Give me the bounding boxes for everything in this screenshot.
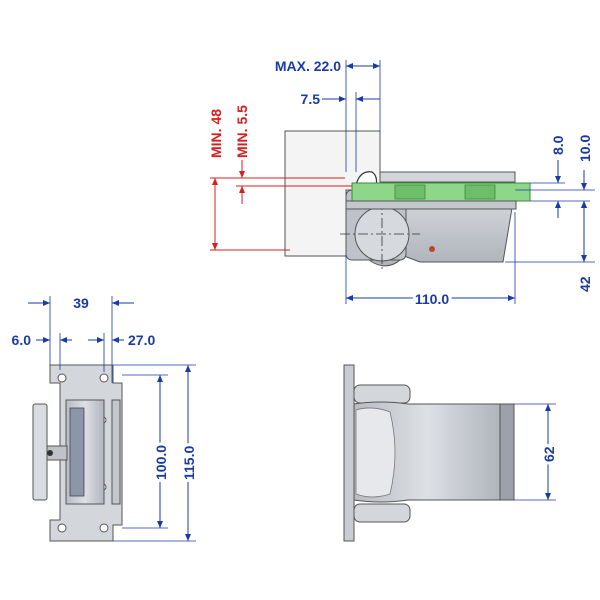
dim-7-5: 7.5 xyxy=(301,91,321,107)
hole-top-left xyxy=(57,373,67,383)
glass-pad-right xyxy=(464,184,496,200)
dim-max-22: MAX. 22.0 xyxy=(275,58,341,74)
dim-min-48: MIN. 48 xyxy=(208,109,224,158)
side-view xyxy=(284,130,531,270)
knuckle-top xyxy=(353,384,411,404)
hole-bottom-right xyxy=(99,523,109,533)
clamp-plate xyxy=(379,171,516,183)
lower-plate xyxy=(345,200,517,210)
dim-110-0: 110.0 xyxy=(415,291,449,307)
hole-top-right xyxy=(99,373,109,383)
glass-pad-left xyxy=(394,184,426,200)
screw-dot xyxy=(429,246,435,252)
dim-8-0: 8.0 xyxy=(550,135,566,155)
dim-42: 42 xyxy=(577,276,593,292)
dim-115-0: 115.0 xyxy=(181,446,197,480)
rear-view-dimensions: 62 xyxy=(514,403,560,501)
plate-edge xyxy=(111,399,121,505)
glass-edge xyxy=(69,407,85,497)
rear-plate xyxy=(343,364,355,542)
front-view-dimensions: 39 6.0 27.0 100.0 115.0 xyxy=(12,295,200,542)
glass-pane xyxy=(351,182,531,202)
pivot-cover xyxy=(355,407,396,498)
glass-edge-rear xyxy=(499,403,515,501)
hole-bottom-left xyxy=(57,523,67,533)
rear-view xyxy=(343,364,515,542)
clamp-cap xyxy=(32,403,48,501)
dim-10-0: 10.0 xyxy=(577,135,593,162)
dim-27-0: 27.0 xyxy=(128,332,155,348)
dim-62: 62 xyxy=(541,446,557,462)
side-view-dimensions: MAX. 22.0 7.5 MIN. 48 MIN. 5.5 8.0 10.0 … xyxy=(208,58,595,310)
clamp-screw xyxy=(47,450,53,456)
dim-6-0: 6.0 xyxy=(12,332,32,348)
dim-100-0: 100.0 xyxy=(153,445,169,480)
front-view xyxy=(32,364,123,542)
dim-39: 39 xyxy=(73,295,89,311)
dim-min-5-5: MIN. 5.5 xyxy=(234,105,250,158)
knuckle-bottom xyxy=(353,503,411,523)
seal-profile xyxy=(355,171,378,187)
